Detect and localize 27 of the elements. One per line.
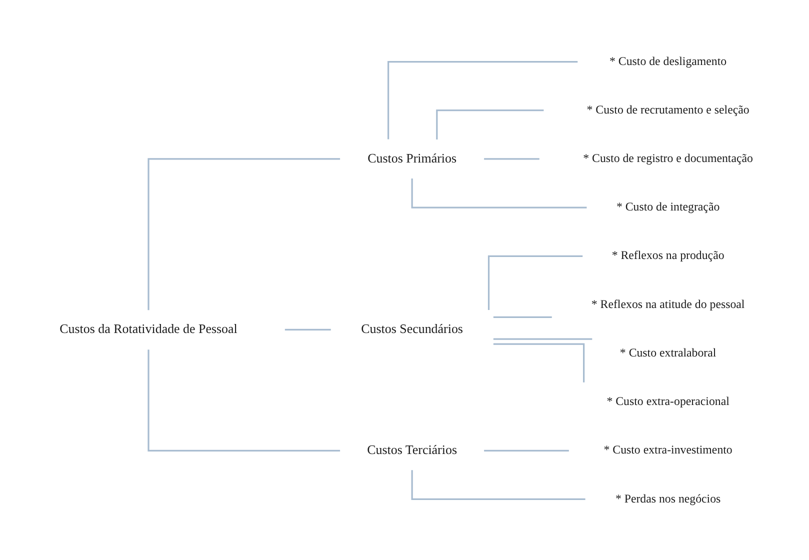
connector	[493, 316, 552, 318]
connector	[411, 178, 587, 208]
connector	[436, 109, 544, 139]
node-text: * Reflexos na produção	[612, 248, 724, 262]
node-text: Custos Secundários	[361, 320, 463, 336]
connector	[148, 158, 340, 310]
connector	[387, 60, 578, 139]
node-text: * Custo extra-operacional	[606, 394, 730, 408]
node-text: * Custo extralaboral	[620, 344, 716, 359]
node-text: * Custo de integração	[616, 199, 720, 214]
connector	[484, 449, 569, 451]
node-text: * Custo de registro e documentação	[583, 150, 753, 165]
connector	[484, 158, 540, 160]
connector	[411, 470, 586, 500]
connector	[284, 328, 331, 330]
connector	[148, 349, 340, 451]
node-text: * Reflexos na atitude do pessoal	[591, 296, 745, 310]
node-text: Custos Terciários	[367, 441, 457, 456]
node-text: Custos Primários	[368, 150, 457, 165]
node-text: * Custo de recrutamento e seleção	[586, 102, 750, 116]
node-text: * Perdas nos negócios	[615, 490, 721, 505]
node-text: * Custo extra-investimento	[604, 442, 732, 456]
connector	[493, 338, 592, 340]
connector	[493, 342, 585, 382]
node-text: Custos da Rotatividade de Pessoal	[60, 320, 238, 336]
connector	[488, 254, 583, 310]
node-text: * Custo de desligamento	[610, 53, 727, 68]
